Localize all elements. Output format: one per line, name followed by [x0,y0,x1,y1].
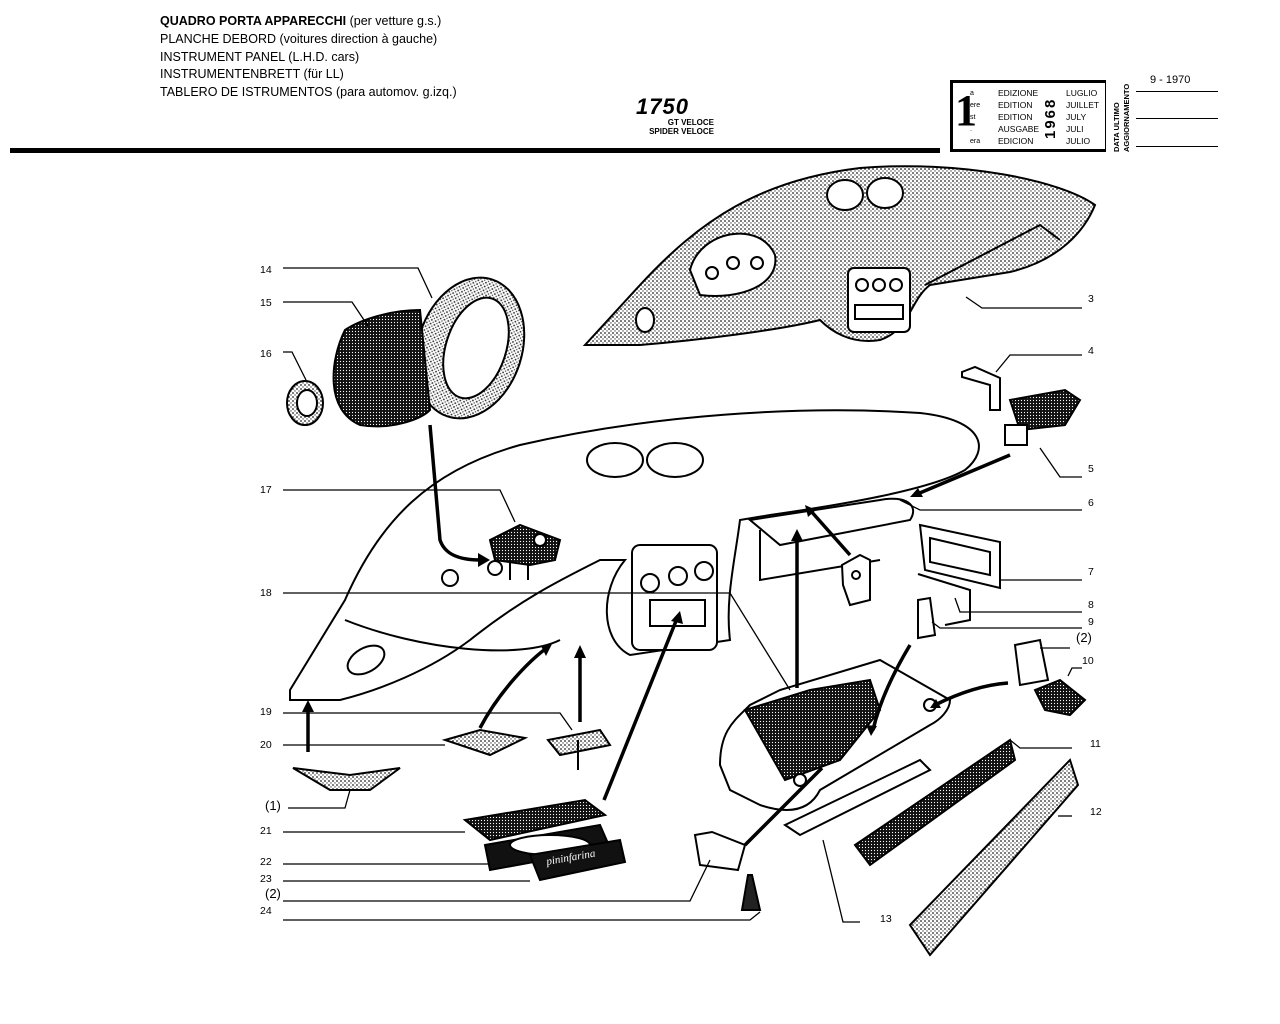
callout-18: 18 [260,587,272,599]
part-7-panel-bracket [918,523,1001,590]
part-10-buffer [1013,638,1087,717]
callout-15: 15 [260,297,272,309]
part-14-binnacle-hood [414,276,526,420]
part-8-stay-rod [917,573,971,626]
edition-ordinal: st [970,114,976,121]
part-21-badge-backing [462,798,608,842]
edition-word-de: AUSGABE [998,124,1040,134]
callout-24: 24 [260,905,272,917]
callout-8: 8 [1088,599,1094,611]
callout-20-quantity: (1) [265,798,281,813]
part-9-stay-bracket [917,596,937,640]
update-label: DATA ULTIMO AGGIORNAMENTO [1112,83,1131,152]
part-24-pin [740,874,762,911]
edition-month-fr: JUILLET [1066,100,1100,110]
edition-number: 1 [955,86,977,135]
callout-7: 7 [1088,566,1094,578]
part-24-clip [693,830,747,872]
part-13-lid-hinge [782,758,932,837]
edition-ordinal: . [970,126,972,133]
edition-box [950,80,1106,152]
part-4-hinge-bracket [961,365,1001,411]
part-11-glovebox [718,658,952,811]
callout-14: 14 [260,264,272,276]
edition-word-es: EDICION [998,136,1034,146]
callout-24-quantity: (2) [265,886,281,901]
assembly-arrows [306,424,1011,847]
title-english: INSTRUMENT PANEL (L.H.D. cars) [160,50,360,64]
variant-gt-veloce: GT VELOCE [667,118,714,127]
update-line [1136,118,1218,119]
edition-month-en: JULY [1066,112,1087,122]
title-italian: QUADRO PORTA APPARECCHI (per vetture g.s… [160,14,442,28]
title-spanish: TABLERO DE ISTRUMENTOS (para automov. g.… [160,85,457,99]
callout-17: 17 [260,484,272,496]
part-17-bracket [487,523,562,580]
part-19-bracket [546,728,612,770]
edition-month-de: JULI [1066,124,1084,134]
edition-month-es: JULIO [1066,136,1091,146]
callout-3: 3 [1088,293,1094,305]
edition-word-en: EDITION [998,112,1033,122]
edition-word-it: EDIZIONE [998,88,1039,98]
variant-spider-veloce: SPIDER VELOCE [649,127,714,136]
dashboard-panel [289,409,980,701]
callout-16: 16 [260,348,272,360]
edition-ordinal: ere [970,102,981,109]
part-11-lid-frame [853,738,1017,867]
assembly-arrowheads [302,488,941,736]
callout-12: 12 [1090,806,1102,818]
callout-11: 11 [1090,738,1101,750]
page-header: QUADRO PORTA APPARECCHI (per vetture g.s… [0,0,1280,160]
part-12-glovebox-lid [908,758,1080,957]
callout-20: 20 [260,739,272,751]
update-line [1136,91,1218,92]
leader-lines [283,267,1082,923]
callout-23: 23 [260,873,272,885]
callout-19: 19 [260,706,272,718]
part-20-bracket [441,728,529,757]
callout-13: 13 [880,913,892,925]
part-23-badge-script: pininfarina [528,838,627,882]
callout-6: 6 [1088,497,1094,509]
callout-5: 5 [1088,463,1094,475]
title-german: INSTRUMENTENBRETT (für LL) [160,67,344,81]
callout-10: 10 [1082,655,1094,667]
exploded-parts-drawing: pininfarina [283,165,1097,957]
callout-4: 4 [1088,345,1094,357]
part-6-clip [840,553,871,607]
edition-word-fr: EDITION [998,100,1033,110]
part-3-padded-dash-top [582,165,1097,346]
callout-22: 22 [260,856,272,868]
edition-ordinal: a [970,90,974,97]
title-french: PLANCHE DEBORD (voitures direction à gau… [160,32,438,46]
update-line [1136,146,1218,147]
part-20-bracket-alt [292,767,401,791]
header-rule [10,148,940,153]
edition-year: 1968 [1042,97,1059,139]
callout-9: 9 [1088,616,1094,628]
edition-month-it: LUGLIO [1066,88,1098,98]
part-16-ring [286,380,324,426]
part-5-glovebox-lock [1004,388,1082,446]
model-number: 1750 [636,94,689,119]
part-15-binnacle-shell [332,308,432,428]
callout-9-quantity: (2) [1076,630,1092,645]
edition-ordinal: era [970,138,981,145]
update-date: 9 - 1970 [1150,74,1191,86]
callout-21: 21 [260,825,272,837]
